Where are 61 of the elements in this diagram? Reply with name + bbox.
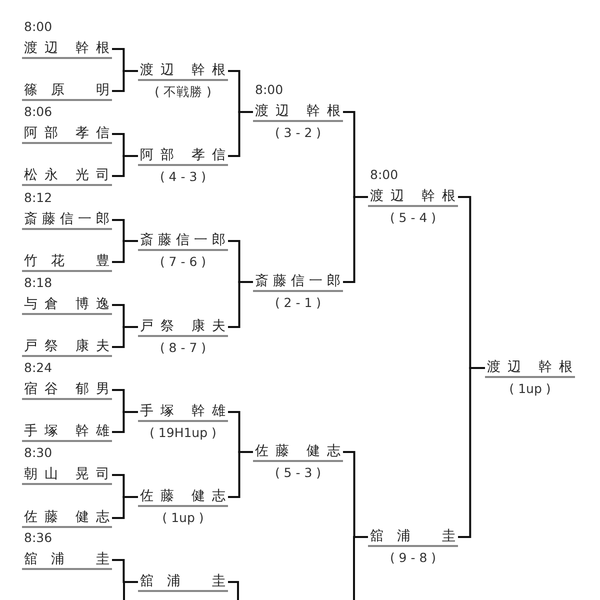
match-time: 8:30 (24, 445, 52, 461)
player-name: 手塚 幹雄 (22, 423, 112, 442)
bracket-line (123, 581, 138, 600)
bracket-line (112, 155, 138, 177)
player-name: 篠原 明 (22, 82, 112, 101)
match-score: ( 3 - 2 ) (274, 125, 322, 141)
bracket-line (112, 496, 138, 519)
bracket-line (112, 411, 138, 433)
match-score: ( 4 - 3 ) (158, 169, 208, 185)
player-name: 阿部 孝信 (22, 125, 112, 144)
match-time: 8:12 (24, 190, 52, 206)
player-name: 佐藤 健志 (22, 509, 112, 528)
match-time: 8:00 (24, 19, 52, 35)
bracket-line (343, 196, 368, 283)
match-score: ( 2 - 1 ) (274, 295, 322, 311)
player-name: 阿部 孝信 (138, 147, 228, 166)
match-time: 8:24 (24, 360, 52, 376)
bracket-line (112, 70, 138, 92)
player-name: 渡辺 幹根 (485, 359, 575, 378)
player-name: 舘浦 圭 (138, 573, 228, 592)
bracket-line (228, 451, 253, 498)
player-name: 竹花 豊 (22, 253, 112, 272)
match-score: ( 5 - 3 ) (274, 465, 322, 481)
player-name: 斎藤信一郎 (138, 232, 228, 251)
bracket-line (112, 326, 138, 348)
player-name: 佐藤 健志 (253, 443, 343, 462)
match-time: 8:00 (255, 82, 284, 98)
bracket-line (228, 581, 239, 600)
player-name: 斎藤信一郎 (22, 211, 112, 230)
match-score: ( 8 - 7 ) (158, 340, 208, 356)
player-name: 戸祭 康夫 (138, 318, 228, 337)
match-score: ( 5 - 4 ) (388, 210, 438, 226)
match-time: 8:00 (370, 167, 398, 183)
player-name: 舘浦 圭 (368, 528, 458, 547)
bracket-line (228, 111, 253, 157)
match-time: 8:18 (24, 275, 52, 291)
match-time: 8:06 (24, 104, 52, 120)
player-name: 佐藤 健志 (138, 488, 228, 507)
bracket-line (112, 240, 138, 263)
match-score: ( 19H1up ) (148, 425, 218, 441)
bracket-line (458, 367, 485, 538)
bracket-line (353, 536, 368, 600)
player-name: 渡辺 幹根 (138, 62, 228, 81)
match-score: ( 9 - 8 ) (388, 550, 438, 566)
player-name: 宿谷 郁男 (22, 381, 112, 400)
player-name: 松永 光司 (22, 167, 112, 186)
match-score: ( 1up ) (161, 510, 205, 526)
match-score: ( 1up ) (508, 381, 552, 397)
player-name: 渡辺 幹根 (368, 188, 458, 207)
match-score: ( 7 - 6 ) (158, 254, 208, 270)
player-name: 朝山 晃司 (22, 466, 112, 485)
bracket-line (228, 281, 253, 328)
player-name: 与倉 博逸 (22, 296, 112, 315)
player-name: 渡辺 幹根 (253, 103, 343, 122)
player-name: 渡辺 幹根 (22, 40, 112, 59)
match-score: ( 不戦勝 ) (154, 84, 212, 100)
player-name: 斎藤信一郎 (253, 273, 343, 292)
player-name: 舘浦 圭 (22, 551, 112, 570)
player-name: 手塚 幹雄 (138, 403, 228, 422)
player-name: 戸祭 康夫 (22, 338, 112, 357)
match-time: 8:36 (24, 530, 52, 546)
